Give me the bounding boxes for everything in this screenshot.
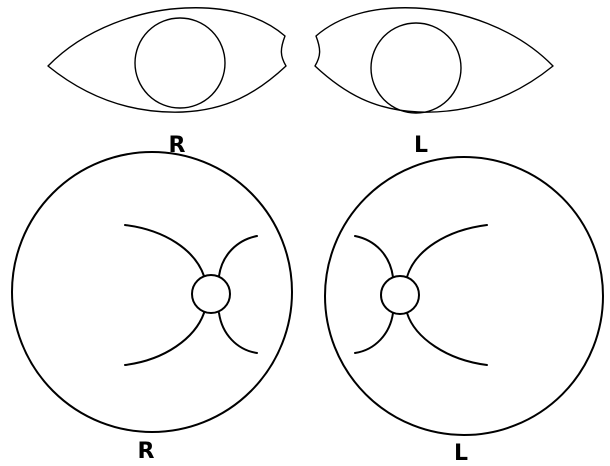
fundus-right-label: R xyxy=(138,439,155,464)
right-iris xyxy=(135,18,225,108)
left-lower-temporal-vessel xyxy=(407,313,487,365)
left-fundus-circle xyxy=(325,157,603,435)
fundus-left-label: L xyxy=(454,441,468,466)
external-left-label: L xyxy=(414,133,428,158)
right-lower-temporal-vessel xyxy=(125,313,204,365)
right-upper-temporal-vessel xyxy=(125,225,204,276)
right-lower-nasal-vessel xyxy=(219,313,257,353)
right-optic-disc xyxy=(192,275,230,313)
right-upper-nasal-vessel xyxy=(219,236,257,276)
right-fundus-circle xyxy=(12,152,292,432)
left-upper-temporal-vessel xyxy=(407,225,487,277)
left-optic-disc xyxy=(381,276,419,314)
left-lower-nasal-vessel xyxy=(355,313,393,353)
left-upper-nasal-vessel xyxy=(355,236,393,277)
left-iris xyxy=(371,23,461,113)
left-eyelid-outline xyxy=(315,8,553,112)
external-left-eye xyxy=(315,8,553,113)
external-right-eye xyxy=(48,8,286,112)
fundus-left-eye xyxy=(325,157,603,435)
right-eyelid-outline xyxy=(48,8,286,112)
fundus-right-eye xyxy=(12,152,292,432)
